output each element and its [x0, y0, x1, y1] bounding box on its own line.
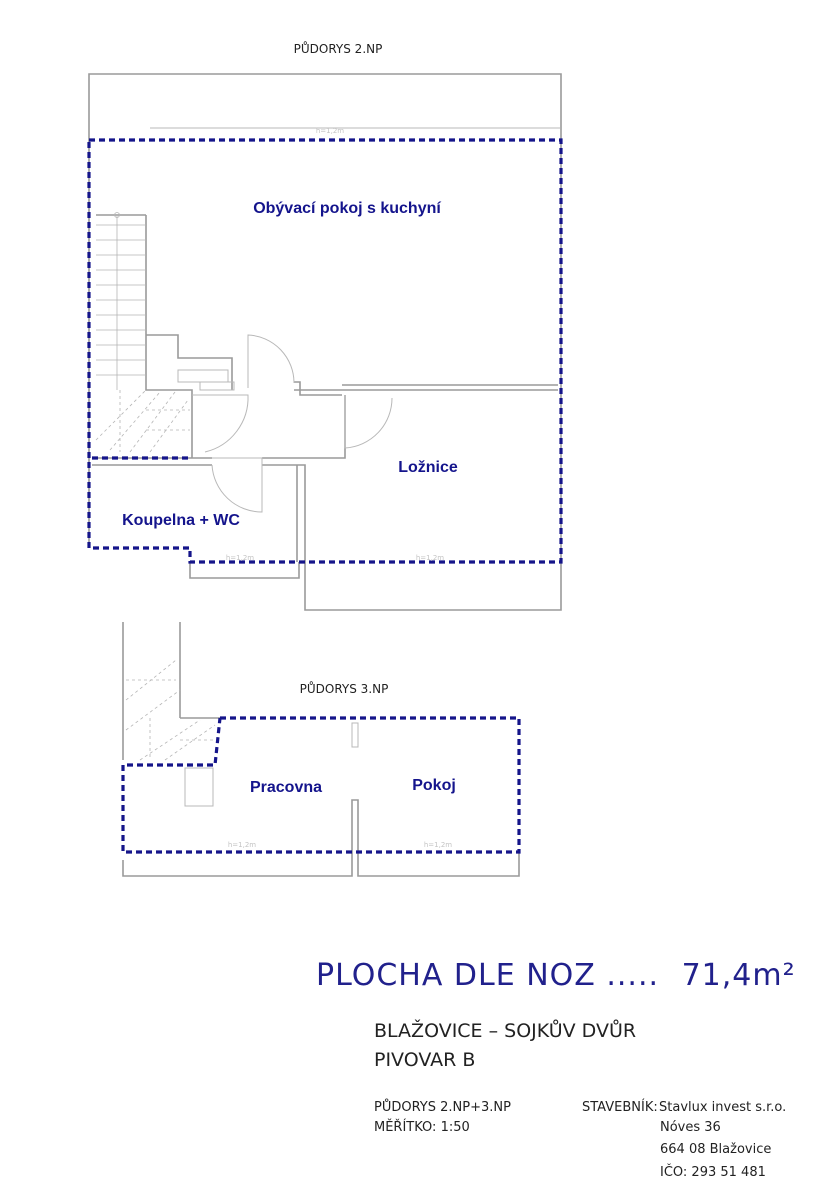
floor-3-plan: PŮDORYS 3.NP h=1,2m h=1,2m Pracovna Poko…	[121, 622, 521, 877]
area-total: PLOCHA DLE NOZ ..... 71,4m²	[316, 958, 796, 993]
title-block: PLOCHA DLE NOZ ..... 71,4m² BLAŽOVICE – …	[316, 958, 796, 1180]
floor-3-walls	[122, 622, 520, 877]
builder-ico: IČO: 293 51 481	[660, 1164, 766, 1180]
floor-2-plan: PŮDORYS 2.NP	[87, 41, 563, 611]
room-label-room: Pokoj	[412, 777, 456, 794]
floor-2-height-note-left: h=1,2m	[226, 554, 254, 562]
floor-2-area-outline	[87, 138, 563, 564]
builder-address1: Nóves 36	[660, 1120, 721, 1135]
floor-3-height-note-left: h=1,2m	[228, 841, 256, 849]
builder-company: Stavlux invest s.r.o.	[659, 1100, 786, 1115]
builder-address2: 664 08 Blažovice	[660, 1142, 771, 1157]
builder-label: STAVEBNÍK:	[582, 1099, 658, 1115]
floor-2-height-note-right: h=1,2m	[416, 554, 444, 562]
room-label-living: Obývací pokoj s kuchyní	[253, 200, 441, 217]
floor-3-title: PŮDORYS 3.NP	[300, 681, 389, 696]
drawing-name: PŮDORYS 2.NP+3.NP	[374, 1099, 511, 1115]
floor-2-staircase	[95, 212, 190, 453]
project-name-line2: PIVOVAR B	[374, 1049, 475, 1071]
floor-3-staircase	[125, 659, 216, 761]
area-total-label: PLOCHA DLE NOZ .....	[316, 958, 659, 993]
floor-2-title: PŮDORYS 2.NP	[294, 41, 383, 56]
floor-2-height-note-top: h=1,2m	[316, 127, 344, 135]
area-total-value: 71,4m²	[682, 958, 796, 993]
room-label-bedroom: Ložnice	[398, 459, 458, 476]
floor-3-height-note-right: h=1,2m	[424, 841, 452, 849]
room-label-study: Pracovna	[250, 779, 322, 796]
room-label-bathroom: Koupelna + WC	[122, 512, 240, 529]
floor-2-walls	[88, 73, 562, 611]
project-name-line1: BLAŽOVICE – SOJKŮV DVŮR	[374, 1018, 636, 1042]
drawing-scale: MĚŘÍTKO: 1:50	[374, 1119, 470, 1135]
